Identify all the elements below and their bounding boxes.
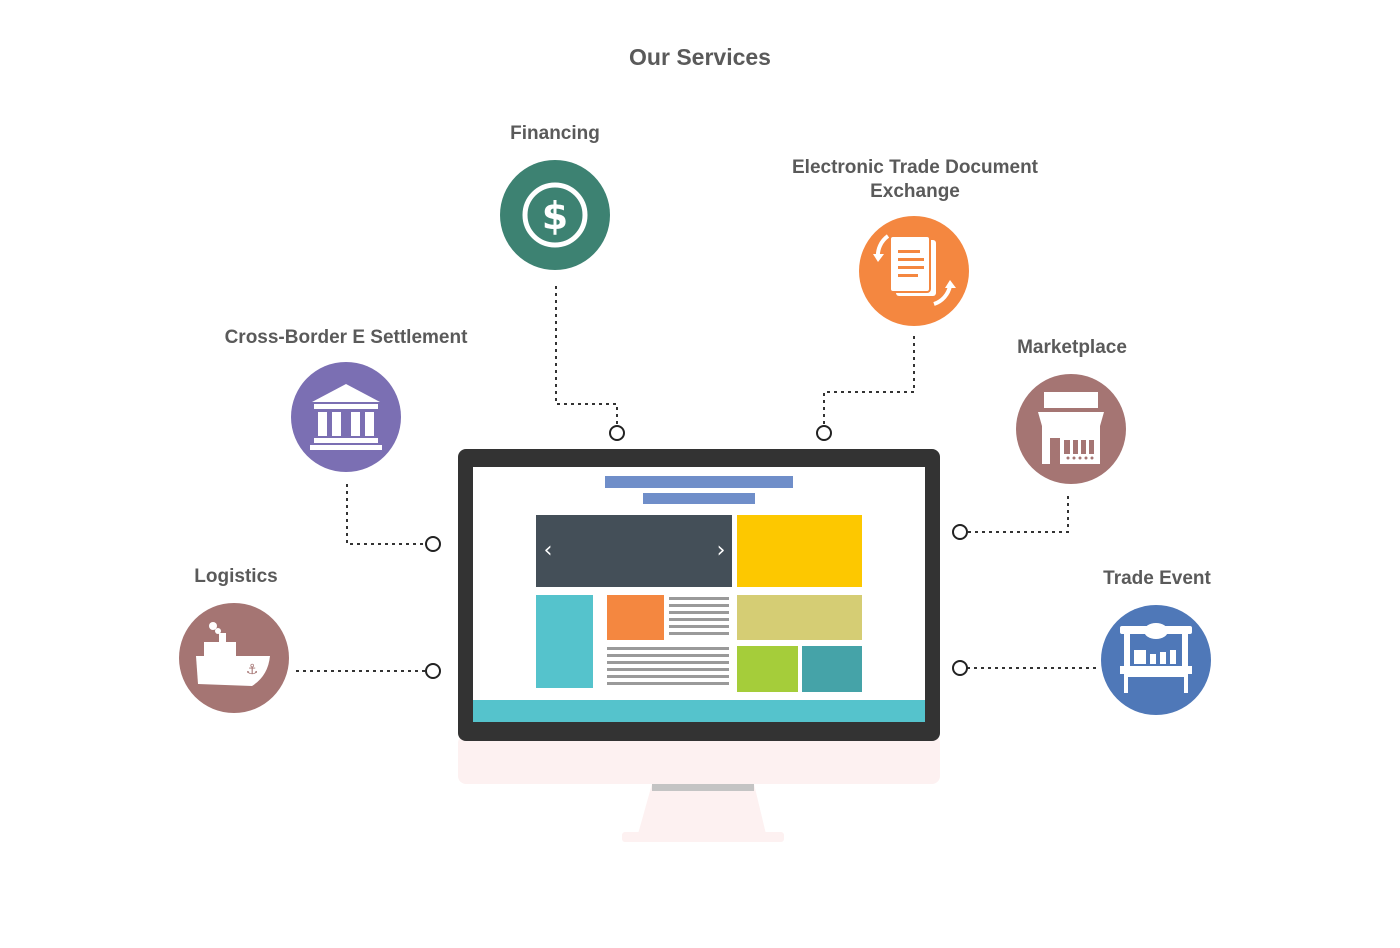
marketplace-label: Marketplace [1017, 337, 1127, 358]
logistics-label: Logistics [194, 566, 278, 587]
cbes-circle [291, 362, 401, 472]
connector-marketplace [967, 496, 1069, 533]
page-title: Our Services [629, 44, 771, 70]
screen-teal-block [802, 646, 862, 692]
trade-event-label: Trade Event [1103, 568, 1211, 589]
connector-node-cbes [425, 536, 441, 552]
screen-orange-block [607, 595, 664, 640]
monitor-base [622, 832, 784, 842]
connector-cbes [346, 484, 426, 545]
service-etd[interactable] [859, 216, 969, 326]
connector-node-financing [609, 425, 625, 441]
financing-circle [500, 160, 610, 270]
dollar-icon: $ [522, 182, 588, 248]
screen-olive-block [737, 595, 862, 640]
storefront-icon [1038, 392, 1104, 464]
connector-node-logistics [425, 663, 441, 679]
cbes-label: Cross-Border E Settlement [224, 327, 468, 348]
service-logistics[interactable]: ⚓ [179, 603, 289, 713]
monitor-chin [458, 735, 940, 784]
etd-label: Electronic Trade Document Exchange [792, 156, 1038, 204]
screen-header-bar [605, 476, 793, 488]
screen-text-lines-right [669, 597, 729, 635]
service-marketplace[interactable] [1016, 374, 1126, 484]
service-cbes[interactable] [291, 362, 401, 472]
ship-icon: ⚓ [196, 622, 270, 686]
screen-text-lines-bottom [607, 647, 729, 685]
bank-icon [310, 384, 382, 450]
slider-prev-icon[interactable]: ‹ [544, 538, 553, 563]
connector-financing [555, 286, 618, 426]
connector-node-marketplace [952, 524, 968, 540]
svg-text:⚓: ⚓ [246, 662, 259, 678]
monitor: ‹ › [458, 449, 940, 842]
connector-node-trade-event [952, 660, 968, 676]
service-trade-event[interactable] [1101, 605, 1211, 715]
screen-slider [536, 515, 732, 587]
booth-icon [1120, 623, 1192, 693]
screen-green-block [737, 646, 798, 692]
svg-text:$: $ [542, 194, 568, 238]
document-exchange-icon [873, 234, 956, 306]
service-financing[interactable]: $ [500, 160, 610, 270]
etd-label-line2: Exchange [870, 181, 960, 202]
screen-footer-bar [473, 700, 925, 722]
connector-node-etd [816, 425, 832, 441]
financing-label: Financing [510, 123, 600, 144]
etd-label-line1: Electronic Trade Document [791, 157, 1039, 178]
screen-yellow-block [737, 515, 862, 587]
slider-next-icon[interactable]: › [717, 538, 726, 563]
screen-subheader-bar [643, 493, 755, 504]
monitor-stand-neck [652, 784, 754, 791]
screen-cyan-block [536, 595, 593, 688]
connector-etd [823, 336, 915, 426]
monitor-stand [638, 784, 766, 834]
